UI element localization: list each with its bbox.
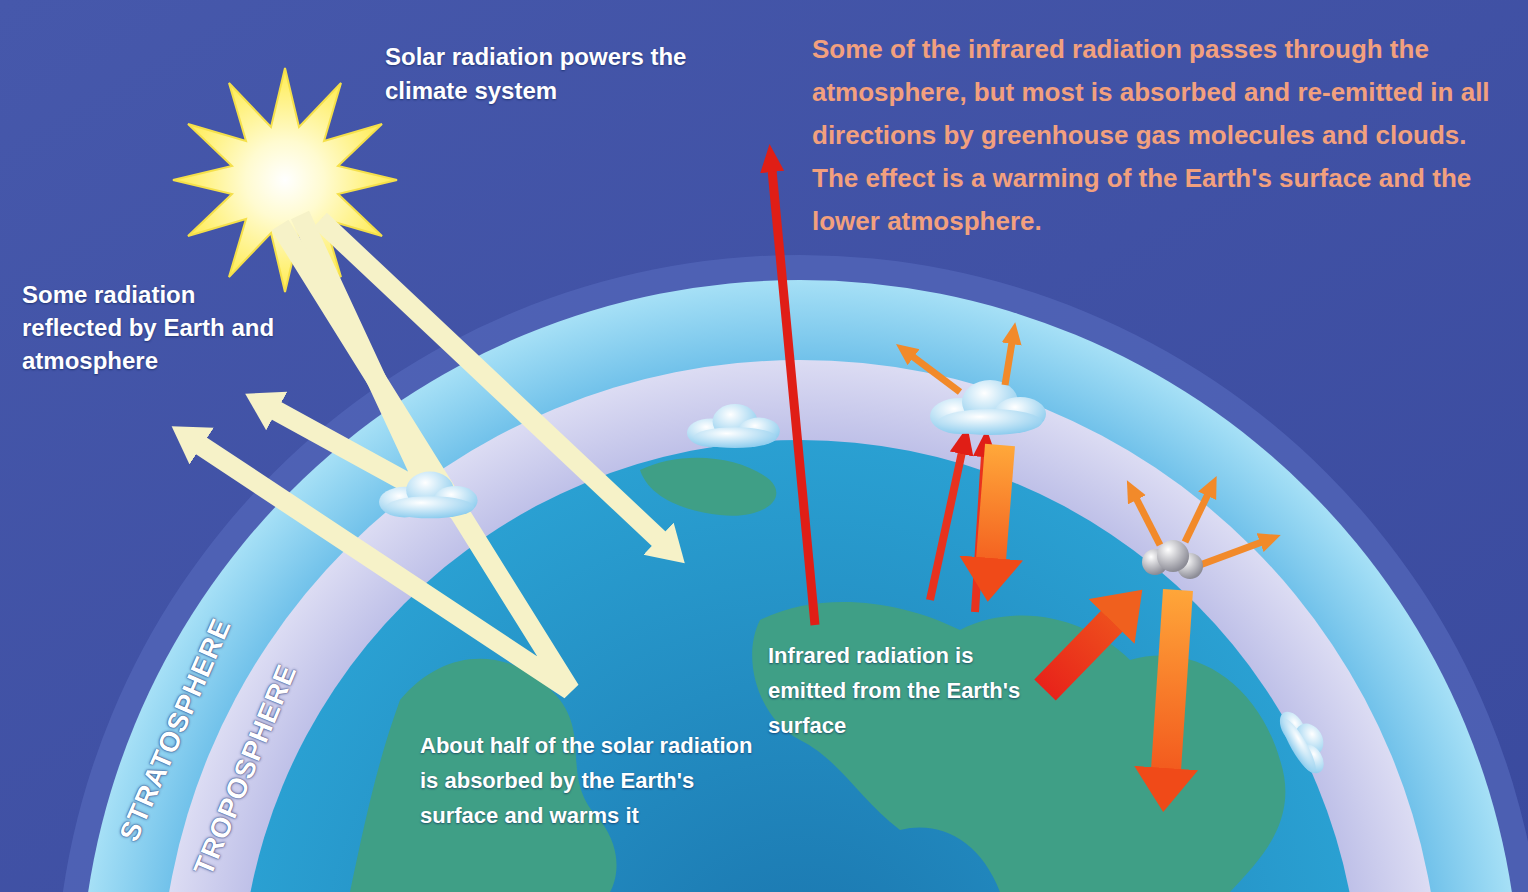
- reemission-arrow: [1136, 498, 1160, 545]
- back-radiation-arrow: [1166, 590, 1178, 770]
- back-radiation-arrow: [991, 445, 1000, 560]
- cloud: [687, 404, 780, 448]
- absorbing-cloud: [930, 380, 1046, 435]
- sun-caption: Solar radiation powers the climate syste…: [385, 40, 730, 108]
- escaping-infrared-arrow: [772, 170, 815, 625]
- infrared-caption: Infrared radiation is emitted from the E…: [768, 638, 1040, 743]
- absorption-caption: About half of the solar radiation is abs…: [420, 728, 770, 833]
- continents: [350, 458, 1285, 892]
- reemission-arrow: [912, 356, 960, 392]
- atom: [1157, 540, 1189, 572]
- reflection-caption: Some radiation reflected by Earth and at…: [22, 278, 284, 377]
- infrared-arrow: [1045, 620, 1113, 690]
- cloud: [1274, 702, 1337, 779]
- stratosphere-band: [80, 280, 1520, 892]
- greenhouse-gas-molecule: [1142, 540, 1203, 579]
- reemission-arrow: [1185, 494, 1208, 542]
- continent: [752, 602, 1285, 892]
- reemission-arrow: [1200, 542, 1262, 565]
- infrared-arrow: [930, 452, 962, 600]
- reflecting-cloud: [379, 472, 478, 519]
- absorbed-beam: [320, 220, 660, 540]
- reemission-arrow: [1005, 342, 1012, 385]
- greenhouse-note: Some of the infrared radiation passes th…: [812, 28, 1517, 243]
- continent: [640, 458, 776, 516]
